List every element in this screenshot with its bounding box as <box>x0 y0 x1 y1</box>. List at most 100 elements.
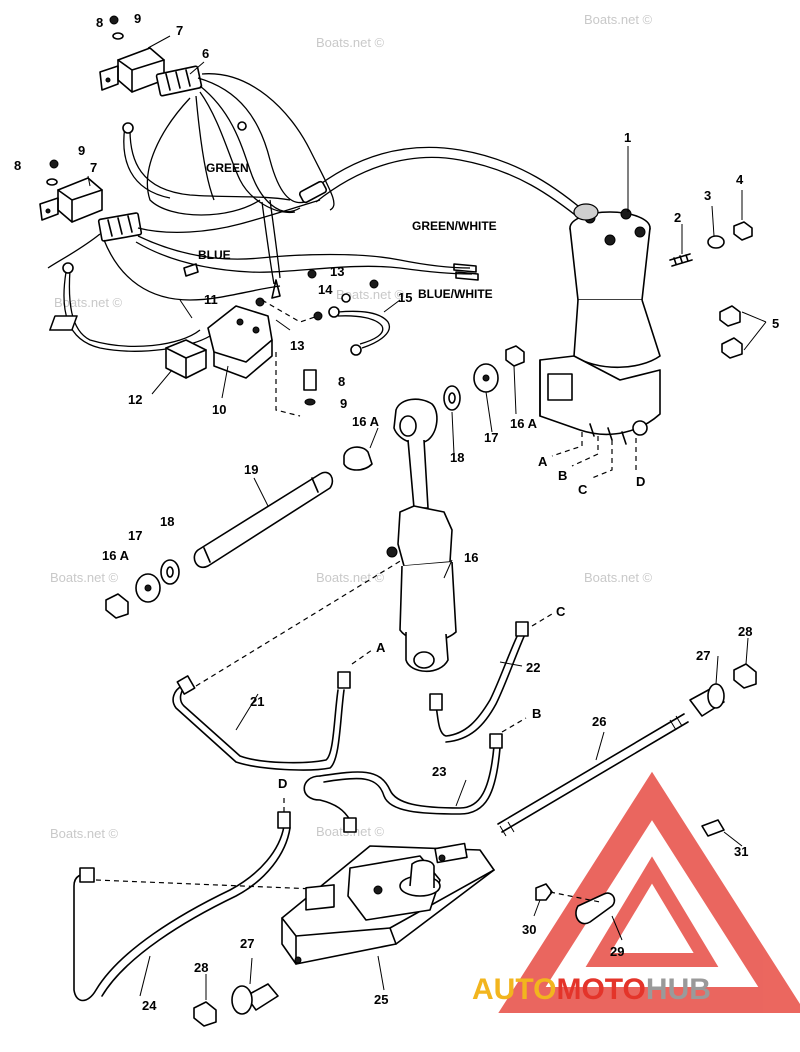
washer-19-left <box>160 559 180 585</box>
washer-19-right <box>443 385 461 411</box>
hose-22 <box>172 671 351 771</box>
part-number-19: 18 <box>160 514 174 529</box>
washer-3 <box>707 235 725 249</box>
part-number-9: 9 <box>78 143 85 158</box>
hose-25 <box>73 811 291 1002</box>
bushing-16A <box>343 446 373 471</box>
leader-A <box>351 649 373 665</box>
wire-label-green-white: GREEN/WHITE <box>412 219 497 233</box>
leader-B <box>501 717 527 733</box>
insulator-pad <box>49 315 78 331</box>
screw-8-9-upper <box>109 15 124 40</box>
part-number-3: 3 <box>704 188 711 203</box>
callout-leaders <box>87 35 767 1000</box>
leader-hose-22 <box>195 559 403 687</box>
part-number-8: 8 <box>96 15 103 30</box>
part-number-29: 28 <box>738 624 752 639</box>
part-number-18: 17 <box>484 430 498 445</box>
connection-letter-D: D <box>636 474 645 489</box>
watermark: Boats.net © <box>316 35 385 50</box>
wire-label-blue: BLUE <box>198 248 231 262</box>
nut-13 <box>313 311 323 321</box>
part-number-18: 17 <box>128 528 142 543</box>
part-number-16A: 16 A <box>352 414 380 429</box>
part-number-14: 14 <box>318 282 333 297</box>
leader-bracket-screw <box>261 299 319 417</box>
logo-auto: AUTO <box>472 973 556 1006</box>
screw-8-9-lower <box>46 159 59 186</box>
connection-letter-B: B <box>532 706 541 721</box>
part-number-17: 16 A <box>102 548 130 563</box>
part-number-9: 9 <box>134 11 141 26</box>
washer-18-right <box>473 363 499 393</box>
logo-hub: HUB <box>646 973 711 1006</box>
nut-17-right <box>505 345 525 367</box>
ground-cable-15 <box>328 306 390 356</box>
part-number-16: 16 <box>464 550 478 565</box>
part-number-11: 11 <box>204 292 218 307</box>
part-number-28: 27 <box>696 648 710 663</box>
pivot-shaft-20 <box>193 471 334 569</box>
watermark: Boats.net © <box>336 287 405 302</box>
connection-letter-D: D <box>278 776 287 791</box>
nut-29-right <box>733 663 757 689</box>
washer-18-left <box>135 573 161 603</box>
part-number-24: 23 <box>432 764 446 779</box>
relay-lower <box>39 177 103 223</box>
watermark: Boats.net © <box>50 570 119 585</box>
watermark: Boats.net © <box>584 12 653 27</box>
screw-8-9-bracket <box>303 369 317 406</box>
part-number-17: 16 A <box>510 416 538 431</box>
part-number-7: 7 <box>176 23 183 38</box>
nut-13 <box>255 297 265 307</box>
bushing-28-left <box>231 983 279 1015</box>
part-number-27: 26 <box>592 714 606 729</box>
plug-32 <box>701 819 725 837</box>
nut-17-left <box>105 593 129 619</box>
part-number-32: 31 <box>734 844 748 859</box>
part-number-19: 18 <box>450 450 464 465</box>
trim-cylinder <box>386 398 457 673</box>
wire-label-blue-white: BLUE/WHITE <box>418 287 493 301</box>
relay-upper <box>99 47 165 93</box>
connection-letter-B: B <box>558 468 567 483</box>
trim-rod-block-26 <box>281 842 495 965</box>
watermark: Boats.net © <box>50 826 119 841</box>
part-number-28: 27 <box>240 936 254 951</box>
part-number-10: 10 <box>212 402 226 417</box>
nut-4 <box>733 221 753 241</box>
bushing-28-right <box>689 683 725 717</box>
part-number-5: 5 <box>772 316 779 331</box>
washer-14 <box>341 293 351 303</box>
part-number-22: 21 <box>250 694 264 709</box>
part-number-7: 7 <box>90 160 97 175</box>
logo-triangle <box>498 771 800 1013</box>
hose-24 <box>303 733 503 833</box>
hose-clip-30 <box>575 892 616 925</box>
leader-hose-25 <box>95 879 341 891</box>
watermark: Boats.net © <box>584 570 653 585</box>
wiring-harness <box>47 73 591 352</box>
part-number-30: 29 <box>610 944 624 959</box>
logo-moto: MOTO <box>556 973 645 1006</box>
bolt-5 <box>719 305 743 359</box>
part-number-26: 25 <box>374 992 388 1007</box>
leader-C <box>531 613 553 627</box>
part-number-20: 19 <box>244 462 258 477</box>
pump-stud-2 <box>669 253 693 267</box>
part-number-31: 30 <box>522 922 536 937</box>
part-number-23: 22 <box>526 660 540 675</box>
part-number-13: 13 <box>330 264 344 279</box>
part-number-12: 12 <box>128 392 142 407</box>
connection-letter-C: C <box>556 604 566 619</box>
part-number-1: 1 <box>624 130 631 145</box>
trim-pump-motor <box>539 203 661 445</box>
part-number-callouts: 8 9 7 6 9 8 7 1 2 3 4 5 13 14 15 11 13 1… <box>14 11 779 1013</box>
circuit-breaker <box>165 339 207 379</box>
wire-label-green: GREEN <box>206 161 249 175</box>
part-number-15: 15 <box>398 290 412 305</box>
screw-31 <box>535 883 553 901</box>
part-number-8: 8 <box>14 158 21 173</box>
relay-bracket <box>207 305 273 379</box>
